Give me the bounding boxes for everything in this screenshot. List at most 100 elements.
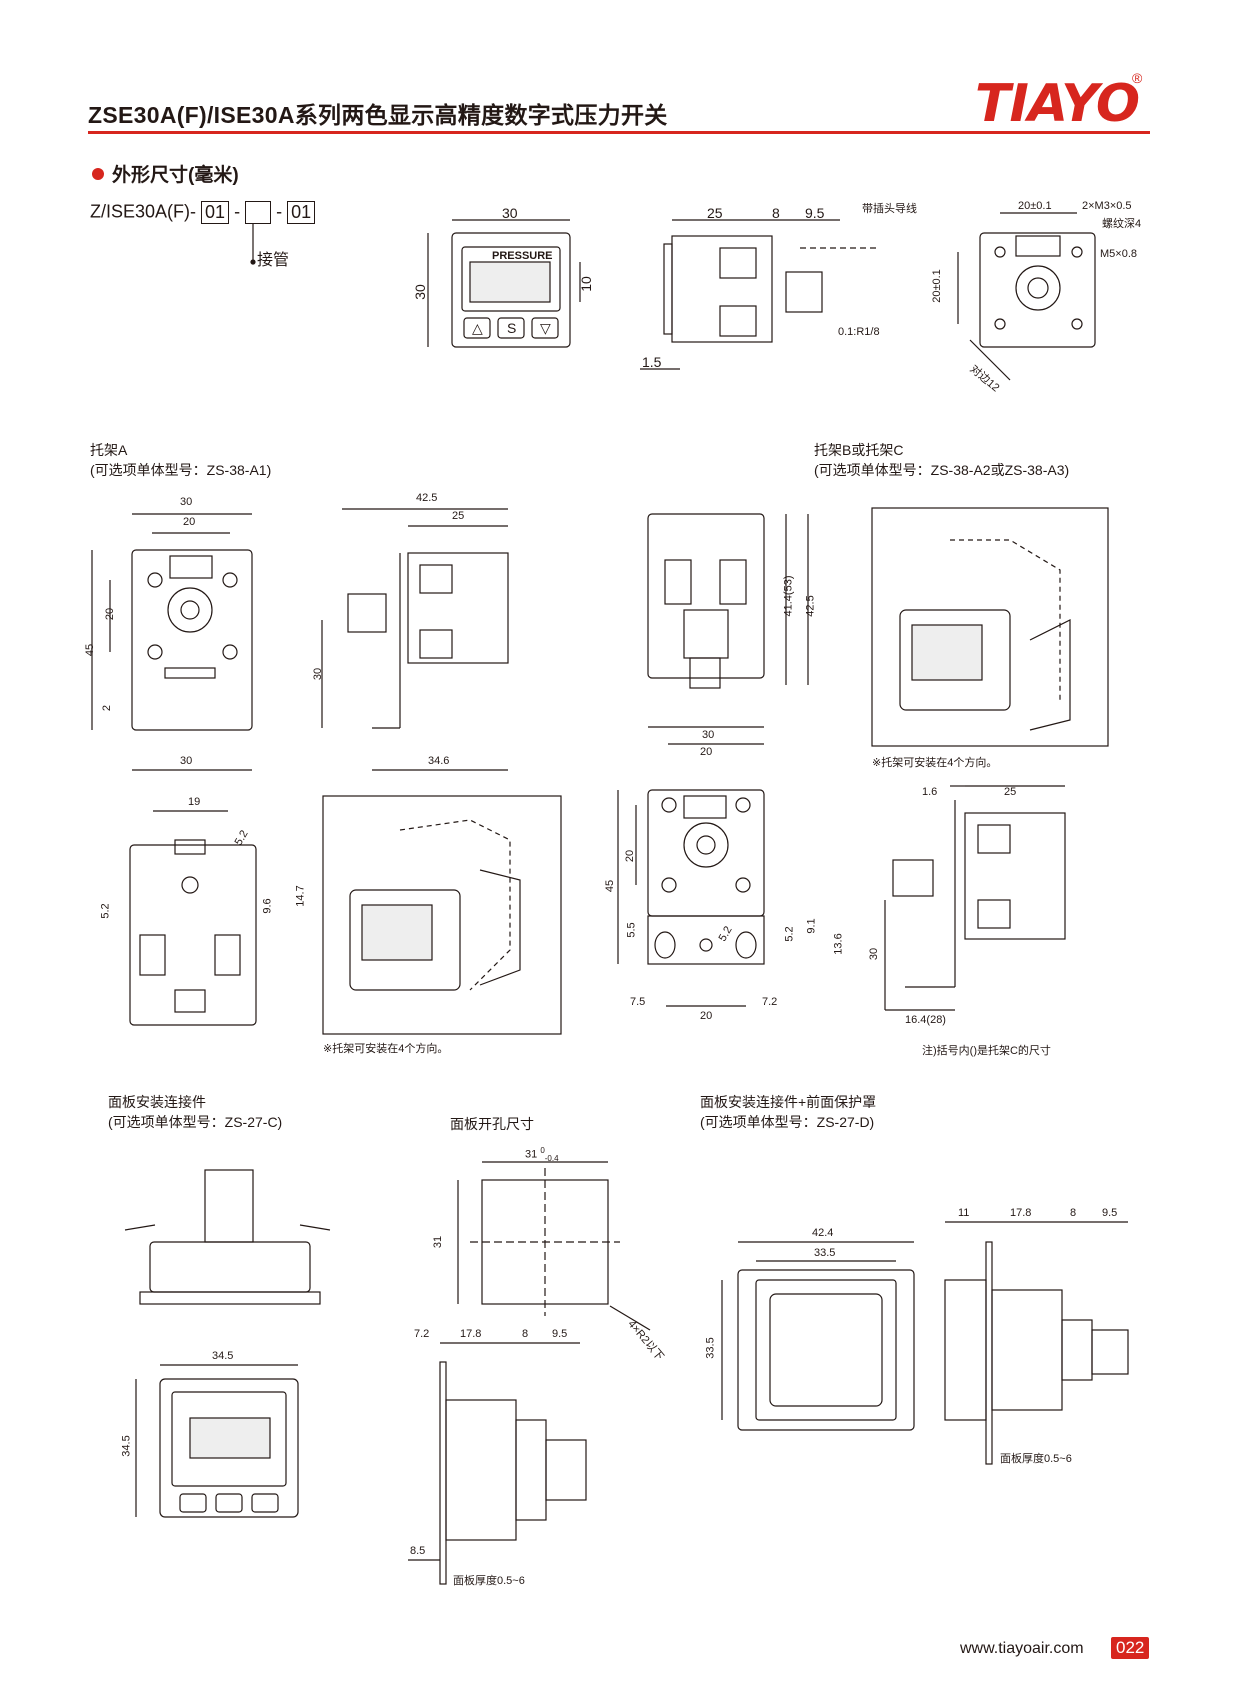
bracket-a-iso-frame	[322, 795, 562, 1035]
front-view-drawing	[427, 219, 581, 348]
page-title: ZSE30A(F)/ISE30A系列两色显示高精度数字式压力开关	[88, 102, 668, 128]
bracket-a-title: 托架A	[90, 442, 128, 458]
bracket-a-bottom	[129, 810, 257, 1026]
panel-cover-side-dim: 9.5	[1102, 1207, 1118, 1219]
bracket-bc-subtitle: (可选项单体型号：ZS-38-A2或ZS-38-A3)	[814, 462, 1070, 478]
cutout-side-dim: 17.8	[460, 1328, 482, 1340]
cutout-thickness: 面板厚度0.5~6	[453, 1575, 525, 1587]
rear-label-m5: M5×0.8	[1100, 248, 1137, 260]
bracket-a-side-dim: 30	[312, 667, 325, 681]
bracket-bc-note: ※托架可安装在4个方向。	[872, 757, 998, 769]
pipe-label: 接管	[257, 252, 290, 269]
brand-logo: TIAYO	[975, 74, 1140, 134]
bracket-bc-iso-frame	[871, 507, 1109, 747]
bracket-a-bottom-dim: 14.7	[294, 885, 307, 907]
bracket-a-dim: 20	[183, 516, 196, 528]
bracket-a-bottom-dim: 19	[188, 796, 201, 808]
footer-url: www.tiayoair.com	[960, 1640, 1084, 1657]
front-width-dim: 30	[502, 205, 518, 221]
cutout-side-dim: 7.2	[414, 1328, 430, 1340]
code-box-2	[245, 201, 272, 224]
cutout-side-dim: 8.5	[410, 1545, 426, 1557]
bracket-bc-side-dim: 1.6	[922, 786, 938, 798]
panel-cutout-title: 面板开孔尺寸	[450, 1116, 534, 1132]
panel-cover-subtitle: (可选项单体型号：ZS-27-D)	[700, 1114, 875, 1130]
front-height-dim: 30	[411, 284, 428, 300]
bracket-bc-side-dim: 30	[868, 947, 881, 961]
page-number: 022	[1111, 1637, 1150, 1659]
bracket-bc-front-dim: 20	[624, 849, 637, 863]
cutout-side-dim: 9.5	[552, 1328, 568, 1340]
cutout-height: 31	[432, 1235, 445, 1249]
bracket-bc-front-dim: 7.2	[762, 996, 778, 1008]
panel-mount-dim: 34.5	[120, 1435, 133, 1457]
panel-mount-title: 面板安装连接件	[108, 1094, 206, 1110]
rear-dim-width: 20±0.1	[1018, 200, 1052, 212]
bracket-a-side-dim: 34.6	[428, 755, 450, 767]
panel-mount-subtitle: (可选项单体型号：ZS-27-C)	[108, 1114, 283, 1130]
panel-cover-title: 面板安装连接件+前面保护罩	[700, 1094, 877, 1110]
button-down-icon: ▽	[540, 320, 551, 336]
thread-label: 0.1:R1/8	[838, 326, 880, 338]
bracket-bc-title: 托架B或托架C	[814, 442, 904, 458]
bracket-bc-front-dim: 20	[700, 746, 713, 758]
cutout-side-dim: 8	[522, 1328, 529, 1340]
side-view-drawing	[640, 219, 880, 370]
bracket-a-bottom-dim: 9.6	[261, 898, 274, 914]
front-display-dim: 10	[577, 276, 594, 292]
bracket-bc-top	[647, 513, 809, 689]
panel-mount-c-front	[135, 1364, 299, 1518]
model-code: Z/ISE30A(F)- 01 - - 01	[90, 201, 316, 224]
bracket-a-side-dim: 42.5	[416, 492, 438, 504]
bracket-bc-top-dim: 41.4(53)	[782, 575, 795, 617]
side-dim-1-5: 1.5	[642, 354, 662, 370]
rear-label-depth: 螺纹深4	[1102, 218, 1142, 230]
side-dim-8: 8	[772, 205, 780, 221]
bracket-bc-front-dim: 7.5	[630, 996, 646, 1008]
side-dim-9-5: 9.5	[805, 205, 825, 221]
bracket-a-side-dim: 25	[452, 510, 465, 522]
panel-cover-side-dim: 11	[958, 1207, 970, 1219]
panel-cover-thickness: 面板厚度0.5~6	[1000, 1453, 1072, 1465]
bracket-bc-front-dim: 20	[700, 1010, 713, 1022]
panel-cover-side-dim: 8	[1070, 1207, 1077, 1219]
panel-cover-side-dim: 17.8	[1010, 1207, 1032, 1219]
display-label: PRESSURE	[492, 250, 553, 262]
panel-mount-c-top	[124, 1169, 331, 1305]
section-heading: 外形尺寸(毫米)	[92, 160, 239, 187]
bracket-a-dim: 30	[180, 755, 193, 767]
registered-mark: ®	[1132, 70, 1143, 86]
panel-mount-dim: 34.5	[212, 1350, 234, 1362]
bracket-a-note: ※托架可安装在4个方向。	[323, 1043, 449, 1055]
bracket-bc-front-dim: 45	[604, 879, 617, 893]
code-box-1: 01	[201, 201, 230, 224]
rear-label-m3: 2×M3×0.5	[1082, 200, 1132, 212]
panel-cover-d-front	[721, 1241, 915, 1431]
panel-cover-dim: 33.5	[814, 1247, 836, 1259]
bracket-bc-front-dim: 5.5	[625, 922, 638, 938]
panel-cover-dim: 33.5	[704, 1337, 717, 1359]
bracket-bc-front-dim: 30	[702, 729, 715, 741]
bracket-bc-side-note: 注)括号内()是托架C的尺寸	[922, 1045, 1051, 1057]
bracket-a-bottom-dim: 5.2	[99, 903, 112, 919]
panel-cutout-side	[408, 1342, 587, 1585]
bracket-a-front	[91, 513, 253, 771]
bracket-bc-side-dim: 16.4(28)	[905, 1014, 946, 1026]
bullet-icon	[92, 168, 104, 180]
rear-view-drawing	[957, 212, 1096, 381]
bracket-bc-front-dim: 9.1	[805, 918, 818, 934]
button-set-icon: S	[507, 320, 517, 336]
bracket-bc-iso	[899, 539, 1071, 731]
bracket-a-iso	[349, 819, 521, 991]
panel-cutout-drawing	[457, 1161, 651, 1331]
panel-cover-dim: 42.4	[812, 1227, 834, 1239]
wire-label: 带插头导线	[862, 203, 917, 215]
bracket-a-dim: 30	[180, 496, 193, 508]
bracket-bc-front-dim: 5.2	[783, 926, 796, 942]
rear-dim-height: 20±0.1	[930, 269, 943, 303]
panel-cover-d-side	[944, 1221, 1129, 1465]
bracket-bc-side	[884, 785, 1066, 1011]
bracket-a-side	[321, 508, 509, 771]
bracket-bc-front-dim: 13.6	[832, 933, 845, 955]
